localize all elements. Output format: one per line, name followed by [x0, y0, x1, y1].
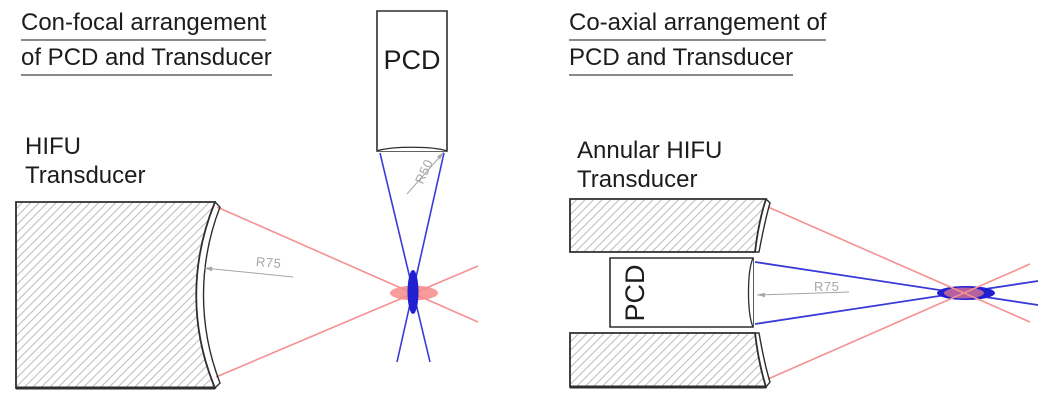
- coaxial-hifu-beam-lower: [767, 263, 1031, 380]
- pcd-concave-face: [376, 146, 448, 152]
- confocal-title-line1: Con-focal arrangement: [21, 10, 272, 41]
- coaxial-pcd-beam-upper: [754, 261, 1039, 306]
- confocal-diagram-group: [15, 10, 479, 390]
- r75-dimension-label: R75: [255, 253, 282, 272]
- confocal-title-line2: of PCD and Transducer: [21, 45, 272, 76]
- pcd-label: PCD: [383, 45, 441, 75]
- coaxial-title: Co-axial arrangement of PCD and Transduc…: [569, 10, 827, 80]
- annular-transducer-lower-shell: [755, 332, 771, 388]
- coaxial-diagram-group: [569, 198, 1039, 389]
- coaxial-r75-leader-line: [756, 291, 850, 296]
- annular-transducer-upper-shell: [755, 198, 771, 253]
- hifu-transducer-body: [15, 201, 217, 389]
- r50-leader-arrow: [437, 152, 444, 160]
- coaxial-pcd-concave-face: [747, 257, 754, 328]
- confocal-title: Con-focal arrangement of PCD and Transdu…: [21, 10, 272, 80]
- hifu-beam-upper: [216, 206, 479, 323]
- r75-leader-arrow: [204, 266, 213, 272]
- annular-transducer-label: Annular HIFU Transducer: [577, 137, 723, 193]
- annular-transducer-lower: [569, 332, 768, 388]
- r50-leader-line: [406, 151, 445, 195]
- pcd-focal-spot: [407, 270, 419, 314]
- coaxial-r75-leader-arrow: [757, 292, 765, 298]
- coaxial-title-line2: PCD and Transducer: [569, 45, 826, 76]
- hifu-transducer-shell: [202, 201, 221, 389]
- coaxial-pcd-label: PCD: [620, 264, 650, 322]
- coaxial-title-line1: Co-axial arrangement of: [569, 10, 827, 41]
- pcd-body: [376, 10, 448, 152]
- annular-transducer-upper: [569, 198, 768, 253]
- pcd-beam-right: [396, 152, 445, 363]
- pcd-beam-left: [379, 152, 431, 363]
- coaxial-hifu-beam-upper: [767, 206, 1031, 323]
- coaxial-r75-dimension-label: R75: [814, 279, 840, 294]
- hifu-beam-lower: [215, 265, 479, 378]
- hifu-transducer-label: HIFU Transducer: [25, 133, 146, 189]
- coaxial-pcd-beam-lower: [754, 280, 1039, 325]
- r75-leader-line: [203, 267, 294, 278]
